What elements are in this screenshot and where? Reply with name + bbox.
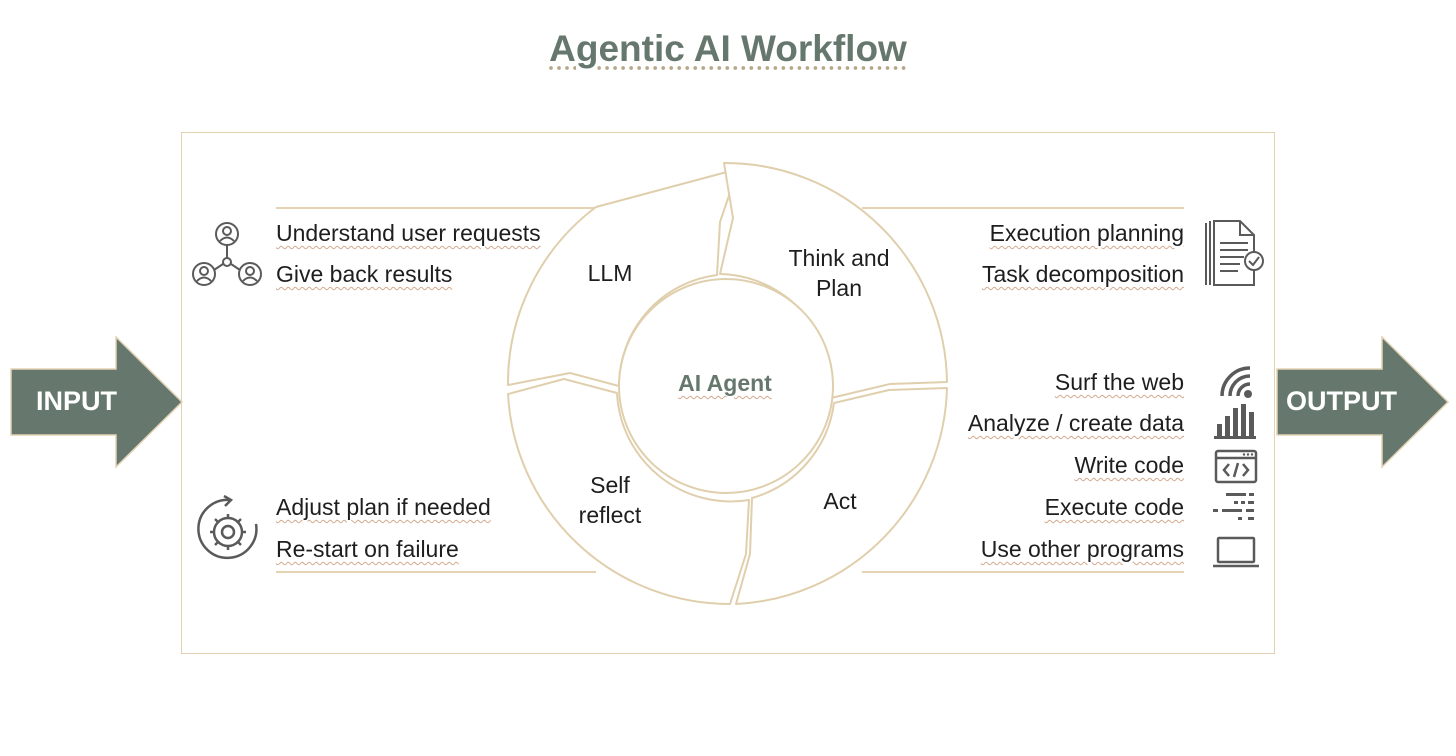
- segment-act: [735, 387, 948, 605]
- text-analyze-data: Analyze / create data: [967, 410, 1184, 436]
- segment-label-llm: LLM: [587, 260, 633, 286]
- divider-bottom-right: [862, 571, 1184, 573]
- segment-think-plan: [719, 161, 948, 399]
- output-label: OUTPUT: [1286, 386, 1397, 416]
- text-task-decomposition: Task decomposition: [982, 261, 1184, 287]
- workflow-frame: [181, 132, 1275, 654]
- text-execution-planning: Execution planning: [989, 220, 1184, 246]
- divider-top-right: [862, 207, 1184, 209]
- wifi-signal-icon: [1220, 366, 1252, 398]
- users-network-icon: [192, 222, 262, 286]
- laptop-icon: [1213, 536, 1259, 568]
- segment-label-self: Self: [590, 472, 630, 498]
- segment-self-reflect: [507, 378, 750, 606]
- text-surf-web: Surf the web: [1054, 369, 1184, 395]
- agent-cycle-diagram: [506, 161, 948, 606]
- center-label: AI Agent: [678, 370, 772, 396]
- center-circle: [618, 278, 834, 494]
- text-adjust-plan: Adjust plan if needed: [276, 494, 491, 520]
- text-write-code: Write code: [1074, 452, 1184, 478]
- page-title: Agentic AI Workflow: [549, 28, 907, 69]
- input-arrow: [10, 336, 184, 469]
- divider-bottom-left: [276, 571, 596, 573]
- document-check-icon: [1205, 220, 1264, 286]
- refresh-gear-icon: [197, 494, 258, 560]
- bar-chart-icon: [1214, 404, 1256, 439]
- text-use-programs: Use other programs: [980, 536, 1184, 562]
- output-arrow: [1276, 336, 1450, 469]
- divider-top-left: [276, 207, 596, 209]
- segment-label-reflect: reflect: [578, 502, 642, 528]
- segment-label-plan: Plan: [815, 275, 863, 301]
- input-label: INPUT: [36, 386, 117, 416]
- segment-label-think: Think and: [788, 245, 890, 271]
- text-restart-failure: Re-start on failure: [276, 536, 459, 562]
- segment-label-act: Act: [823, 488, 857, 514]
- code-window-icon: [1214, 449, 1258, 484]
- text-give-back-results: Give back results: [276, 261, 453, 287]
- text-understand-requests: Understand user requests: [276, 220, 541, 246]
- text-execute-code: Execute code: [1044, 494, 1184, 520]
- execute-code-icon: [1213, 493, 1254, 520]
